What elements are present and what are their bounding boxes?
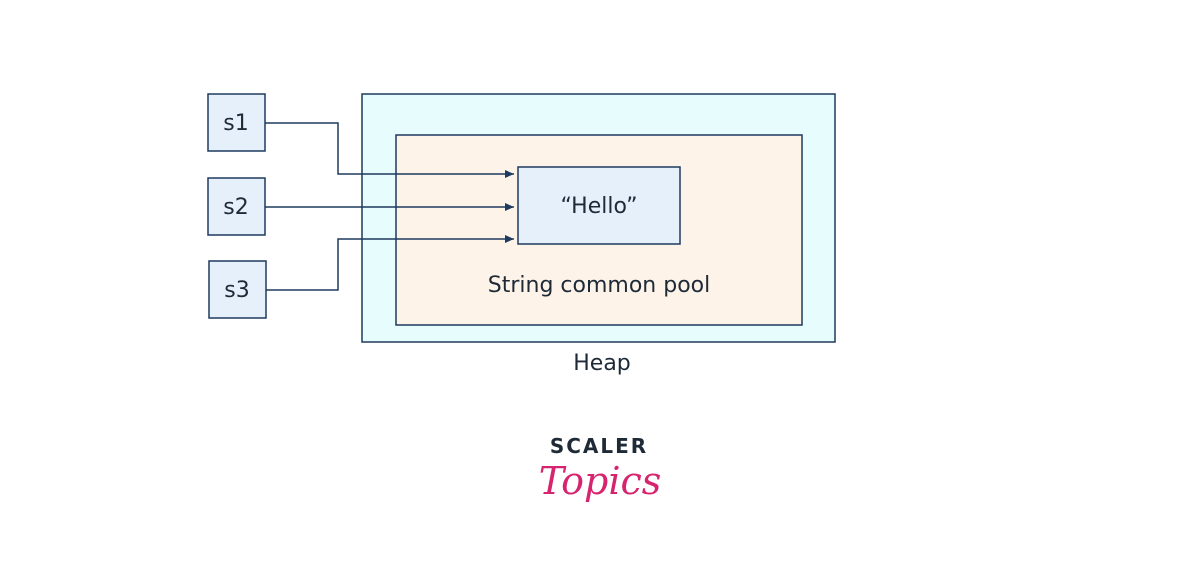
ref-box-s2 [207,177,266,236]
ref-label-s3: s3 [224,278,249,303]
logo-topics-text: Topics [539,459,662,503]
hello-value-box [517,166,681,245]
ref-label-s2: s2 [223,195,248,220]
heap-label: Heap [573,351,631,376]
hello-value-text: “Hello” [560,194,637,219]
scaler-topics-logo: SCALER Topics [539,434,662,503]
arrow-s1-to-hello [265,122,514,178]
arrow-s3-to-hello [266,235,514,291]
ref-label-s1: s1 [223,111,248,136]
string-pool-label: String common pool [488,273,710,298]
logo-scaler-text: SCALER [550,434,648,458]
ref-box-s3 [208,260,267,319]
